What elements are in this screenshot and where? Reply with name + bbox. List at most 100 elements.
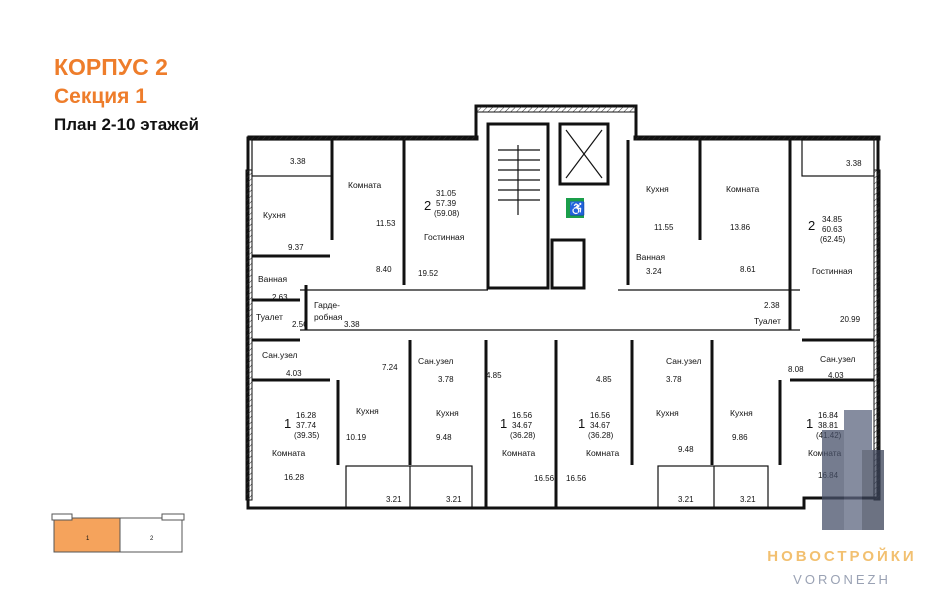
area: 2.63 xyxy=(272,293,288,302)
room-label: Гарде- xyxy=(314,300,340,310)
apt-total-alt: (62.45) xyxy=(820,235,846,244)
area: 8.40 xyxy=(376,265,392,274)
elevator-shaft xyxy=(558,122,610,186)
room-label: Сан.узел xyxy=(820,354,856,364)
balcony-top-right xyxy=(801,139,875,177)
watermark-brand: НОВОСТРОЙКИ xyxy=(767,548,917,565)
stairs xyxy=(498,145,540,215)
area: 3.24 xyxy=(646,267,662,276)
room-areas: 3.38 11.53 9.37 8.40 19.52 2.63 2.56 3.3… xyxy=(272,157,862,504)
apt-living: 16.56 xyxy=(590,411,611,420)
room-label: Кухня xyxy=(356,406,379,416)
apt-total-alt: (36.28) xyxy=(510,431,536,440)
apt-total-alt: (36.28) xyxy=(588,431,614,440)
wheelchair-icon xyxy=(566,198,584,218)
area: 3.38 xyxy=(846,159,862,168)
outer-wall xyxy=(246,104,880,510)
corridor xyxy=(300,289,800,331)
room-label: Кухня xyxy=(646,184,669,194)
svg-text:♿: ♿ xyxy=(569,201,585,216)
apt-living: 16.56 xyxy=(512,411,533,420)
elevator-small xyxy=(550,238,586,290)
room-label: Сан.узел xyxy=(418,356,454,366)
room-label: Кухня xyxy=(263,210,286,220)
area: 3.21 xyxy=(740,495,756,504)
apt-rooms: 1 xyxy=(284,416,291,431)
room-label: Комната xyxy=(348,180,382,190)
apt-living: 16.28 xyxy=(296,411,317,420)
plan-header: КОРПУС 2 Секция 1 План 2-10 этажей xyxy=(54,52,199,138)
apt-total-alt: (39.35) xyxy=(294,431,320,440)
area: 3.78 xyxy=(438,375,454,384)
area: 9.86 xyxy=(732,433,748,442)
apt-rooms: 1 xyxy=(500,416,507,431)
room-label: Комната xyxy=(726,184,760,194)
room-label: Комната xyxy=(586,448,620,458)
building-title: КОРПУС 2 xyxy=(54,54,168,80)
area: 16.56 xyxy=(534,474,555,483)
area: 3.21 xyxy=(446,495,462,504)
apt-rooms: 2 xyxy=(424,198,431,213)
room-label: Сан.узел xyxy=(666,356,702,366)
area: 16.28 xyxy=(284,473,305,482)
area: 3.21 xyxy=(386,495,402,504)
area: 9.37 xyxy=(288,243,304,252)
area: 2.56 xyxy=(292,320,308,329)
area: 3.38 xyxy=(290,157,306,166)
area: 20.99 xyxy=(840,315,861,324)
apt-living: 31.05 xyxy=(436,189,457,198)
area: 4.85 xyxy=(486,371,502,380)
room-label: Ванная xyxy=(258,274,288,284)
building-logo-icon xyxy=(822,410,884,530)
stairwell xyxy=(486,122,550,290)
apt-total: 37.74 xyxy=(296,421,317,430)
room-label: Туалет xyxy=(754,316,781,326)
floor-plan-title: План 2-10 этажей xyxy=(54,115,199,134)
room-label: Комната xyxy=(272,448,306,458)
balcony-bottom-2 xyxy=(657,465,769,509)
area: 10.19 xyxy=(346,433,367,442)
area: 11.53 xyxy=(376,219,396,228)
area: 2.38 xyxy=(764,301,780,310)
room-label: Кухня xyxy=(656,408,679,418)
room-label: Кухня xyxy=(730,408,753,418)
apt-total: 34.67 xyxy=(590,421,611,430)
room-label: робная xyxy=(314,312,343,322)
balcony-bottom-1 xyxy=(345,465,473,509)
room-label: Кухня xyxy=(436,408,459,418)
apt-living: 34.85 xyxy=(822,215,843,224)
room-label: Комната xyxy=(502,448,536,458)
mini-map-section-1[interactable] xyxy=(53,517,121,553)
room-label: Сан.узел xyxy=(262,350,298,360)
mini-map-label-2: 2 xyxy=(150,536,154,542)
area: 8.61 xyxy=(740,265,756,274)
area: 3.21 xyxy=(678,495,694,504)
area: 16.56 xyxy=(566,474,587,483)
area: 9.48 xyxy=(678,445,694,454)
apt-total: 34.67 xyxy=(512,421,533,430)
apt-rooms: 1 xyxy=(806,416,813,431)
room-label: Гостинная xyxy=(812,266,853,276)
area: 13.86 xyxy=(730,223,751,232)
section-title: Секция 1 xyxy=(54,85,147,108)
apt-total: 60.63 xyxy=(822,225,843,234)
apt-living: 16.84 xyxy=(818,411,839,420)
area: 4.03 xyxy=(286,369,302,378)
area: 19.52 xyxy=(418,269,439,278)
room-label: Ванная xyxy=(636,252,666,262)
mini-map-section-2[interactable] xyxy=(119,517,183,553)
area: 7.24 xyxy=(382,363,398,372)
mini-map-label-1: 1 xyxy=(86,536,90,542)
area: 3.38 xyxy=(344,320,360,329)
area: 4.03 xyxy=(828,371,844,380)
area: 8.08 xyxy=(788,365,804,374)
area: 3.78 xyxy=(666,375,682,384)
area: 11.55 xyxy=(654,223,674,232)
area: 9.48 xyxy=(436,433,452,442)
apt-rooms: 1 xyxy=(578,416,585,431)
watermark-city: VORONEZH xyxy=(793,572,891,587)
section-mini-map[interactable]: 1 2 xyxy=(50,512,190,556)
room-label: Гостинная xyxy=(424,232,465,242)
apt-total: 57.39 xyxy=(436,199,457,208)
